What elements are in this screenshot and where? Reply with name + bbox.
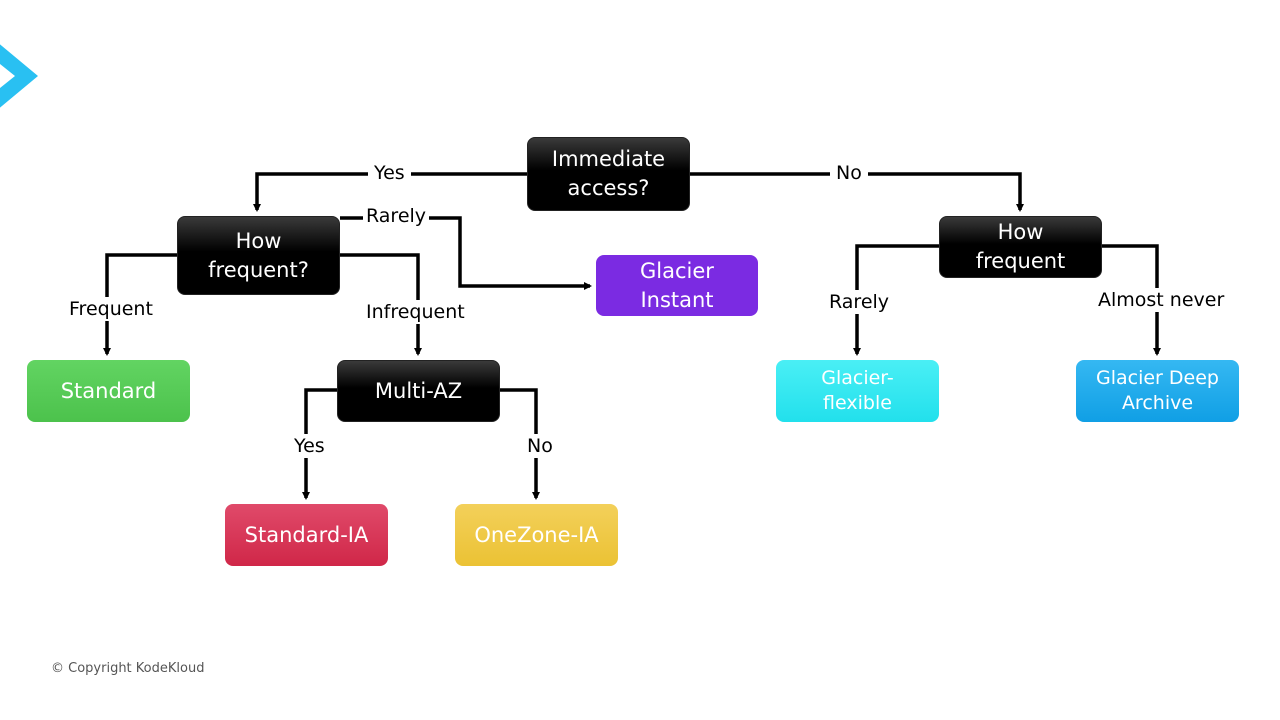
edge-label-infrequent: Infrequent — [360, 300, 471, 324]
edge-label-frequent: Frequent — [63, 297, 159, 321]
edge-rarely-left — [340, 216, 592, 290]
edge-label-multi-yes: Yes — [288, 434, 331, 458]
node-immediate-access: Immediate access? — [527, 137, 690, 211]
edge-almost-never — [1101, 244, 1161, 356]
edge-multi-yes — [302, 388, 338, 500]
node-how-frequent-left: How frequent? — [177, 216, 340, 295]
node-glacier-deep-archive: Glacier Deep Archive — [1076, 360, 1239, 422]
edge-label-no-top: No — [830, 161, 868, 185]
node-how-frequent-right: How frequent — [939, 216, 1102, 278]
edge-label-multi-no: No — [521, 434, 559, 458]
edge-label-rarely-right: Rarely — [823, 290, 896, 314]
edge-no-top — [690, 172, 1024, 212]
edge-label-yes-top: Yes — [368, 161, 411, 185]
edge-label-rarely-left: Rarely — [363, 204, 430, 228]
node-glacier-instant: Glacier Instant — [596, 255, 758, 316]
copyright-text: © Copyright KodeKloud — [51, 661, 205, 676]
node-standard: Standard — [27, 360, 190, 422]
edge-label-almost-never: Almost never — [1092, 288, 1231, 312]
kodekloud-logo-icon — [0, 44, 38, 108]
node-onezone-ia: OneZone-IA — [455, 504, 618, 566]
node-standard-ia: Standard-IA — [225, 504, 388, 566]
edge-frequent — [103, 253, 178, 356]
node-multi-az: Multi-AZ — [337, 360, 500, 422]
edge-rarely-right — [853, 244, 940, 356]
node-glacier-flexible: Glacier- flexible — [776, 360, 939, 422]
edge-multi-no — [499, 388, 540, 500]
edge-yes-top — [253, 172, 527, 212]
